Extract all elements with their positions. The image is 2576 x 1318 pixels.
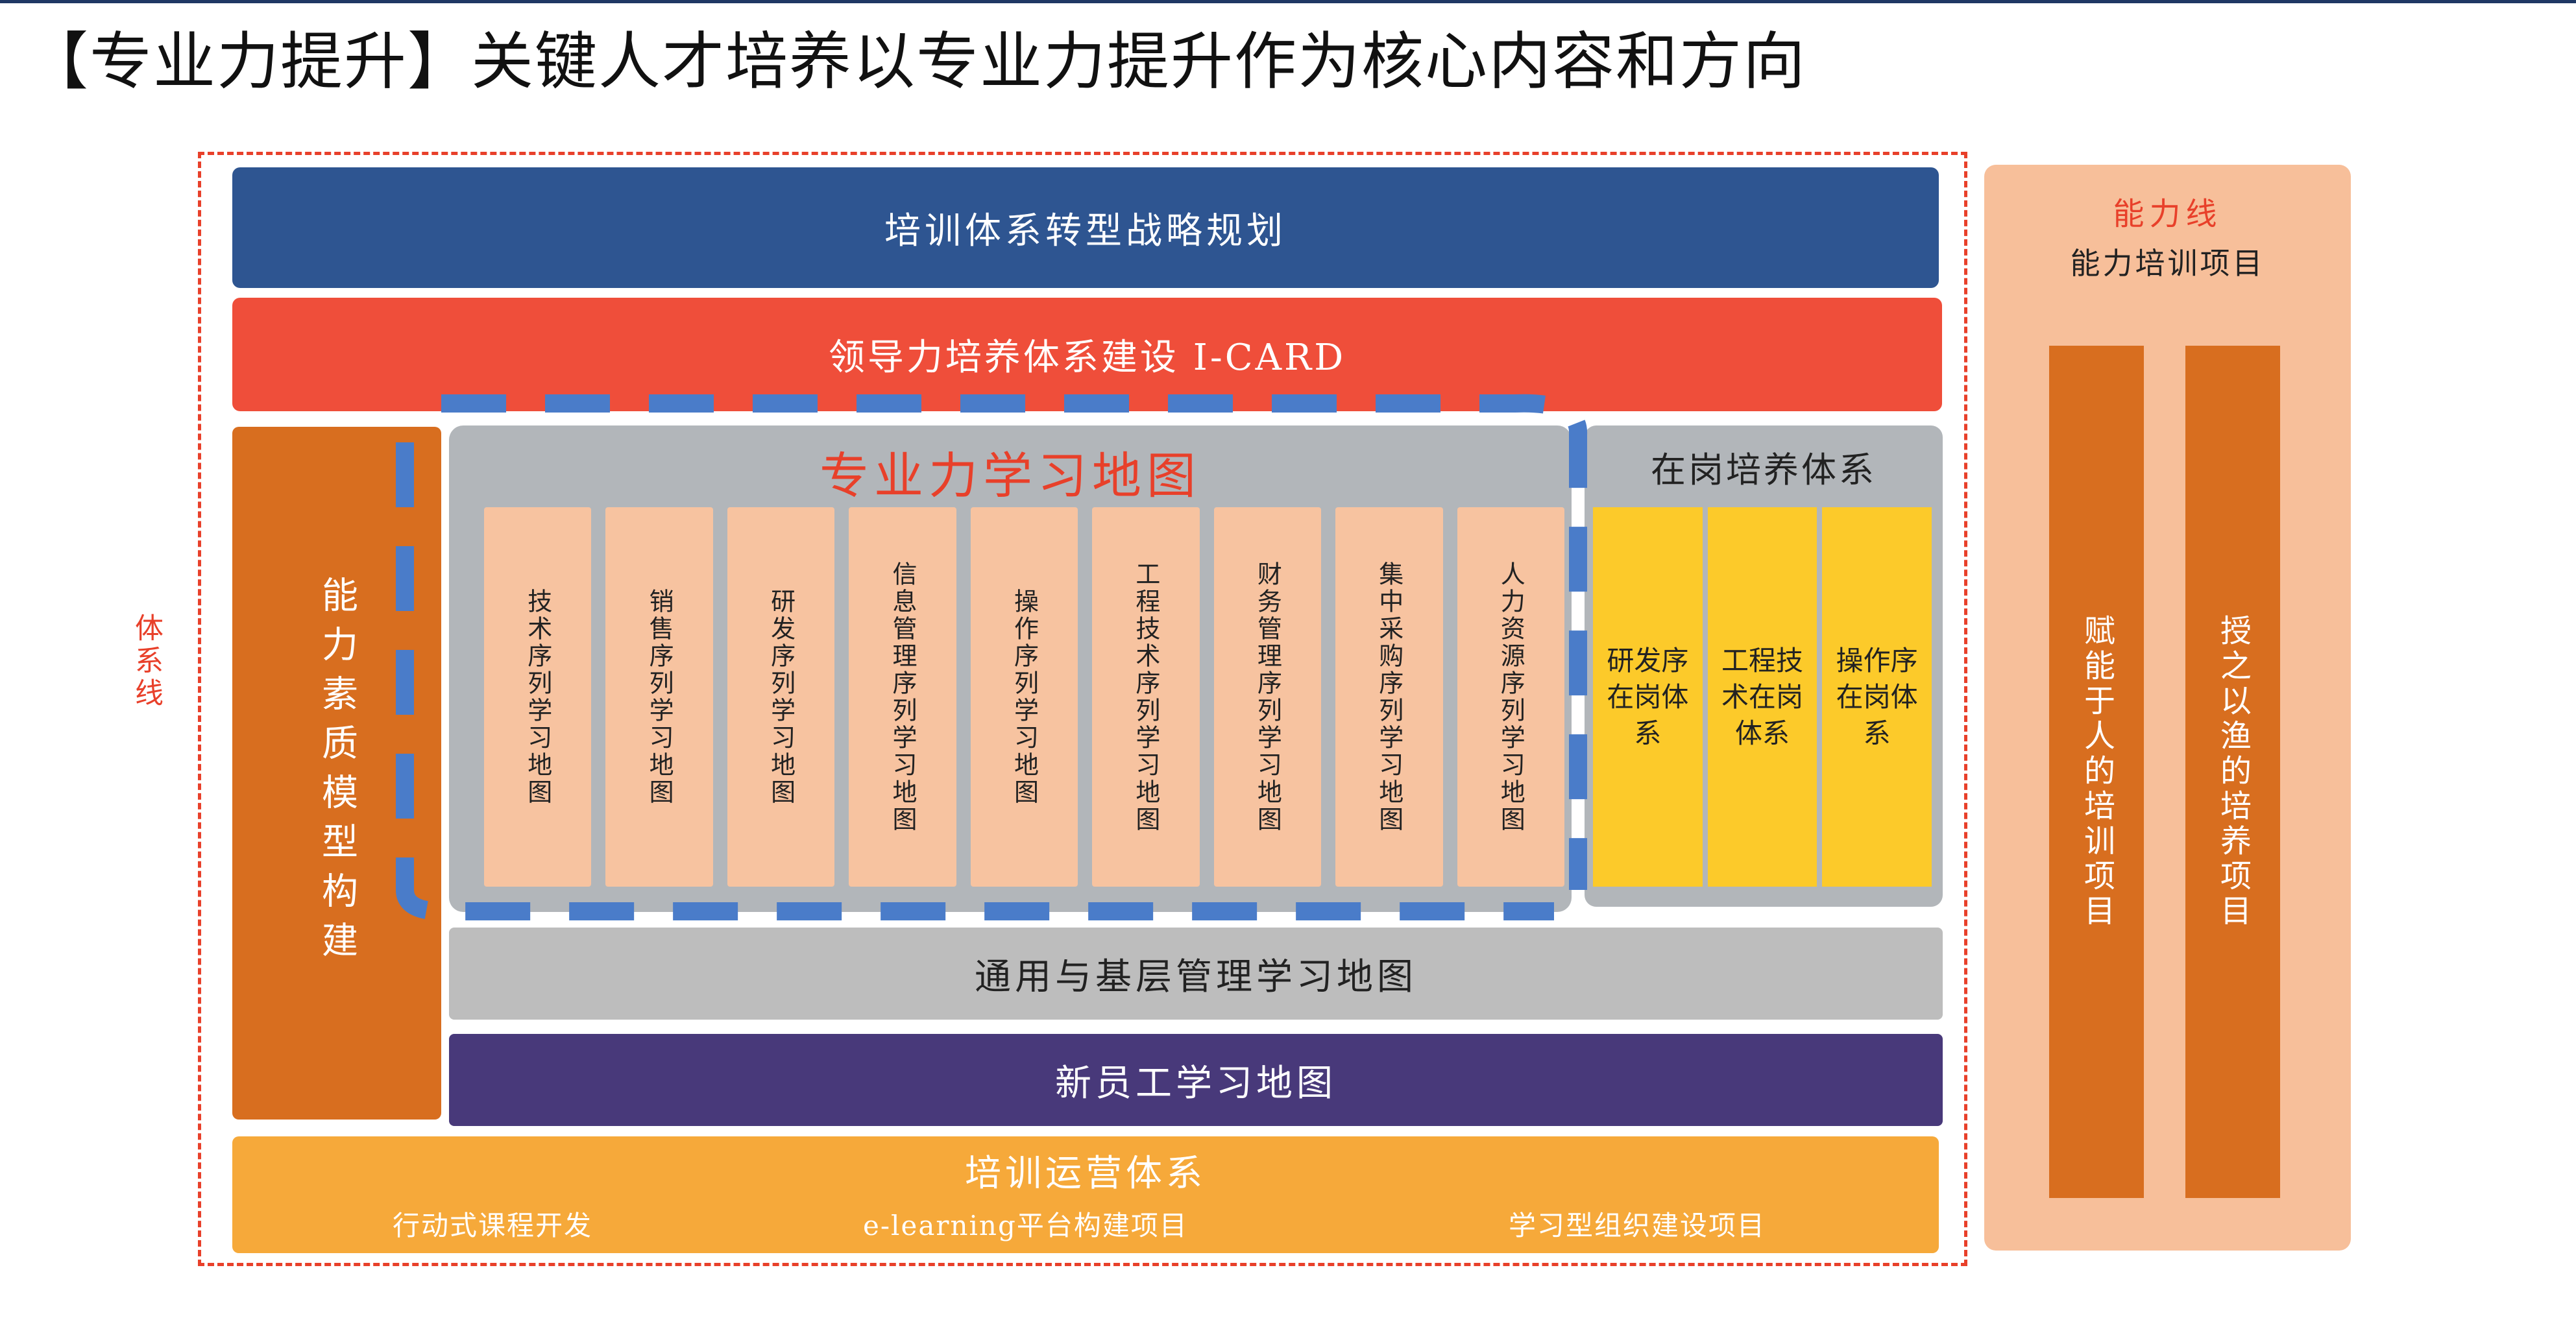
map-card-engineering: 工程技术序列学习地图	[1092, 507, 1200, 887]
professional-map-title: 专业力学习地图	[820, 447, 1201, 505]
map-card-hr: 人力资源序列学习地图	[1457, 507, 1564, 887]
on-job-card-engineering: 工程技术在岗体系	[1707, 507, 1817, 887]
map-card-label: 人力资源序列学习地图	[1496, 560, 1525, 833]
ability-line-heading: 能力线	[2113, 196, 2222, 232]
ability-card-empower: 赋能于人的培训项目	[2049, 346, 2144, 1198]
map-card-label: 操作序列学习地图	[1010, 588, 1039, 806]
general-management-map-band: 通用与基层管理学习地图	[449, 928, 1943, 1020]
ability-card-teach-to-fish: 授之以渔的培养项目	[2185, 346, 2280, 1198]
map-card-rnd: 研发序列学习地图	[727, 507, 835, 887]
strategy-planning-band: 培训体系转型战略规划	[232, 167, 1939, 288]
page-title: 【专业力提升】关键人才培养以专业力提升作为核心内容和方向	[26, 25, 1806, 98]
on-job-card-operation: 操作序在岗体系	[1822, 507, 1932, 887]
new-employee-map-band: 新员工学习地图	[449, 1034, 1943, 1126]
on-job-title: 在岗培养体系	[1651, 449, 1877, 490]
on-job-card-rnd: 研发序在岗体系	[1593, 507, 1703, 887]
leadership-icard-band: 领导力培养体系建设 I-CARD	[232, 298, 1942, 411]
ability-line-panel	[1984, 165, 2351, 1251]
map-card-label: 集中采购序列学习地图	[1374, 560, 1403, 833]
training-operations-title: 培训运营体系	[965, 1153, 1206, 1195]
map-card-label: 研发序列学习地图	[766, 588, 796, 806]
map-card-tech: 技术序列学习地图	[484, 507, 592, 887]
competency-model-label: 能力素质模型构建	[315, 576, 358, 970]
professional-map-list: 技术序列学习地图 销售序列学习地图 研发序列学习地图 信息管理序列学习地图 操作…	[484, 507, 1564, 887]
ability-line-subheading: 能力培训项目	[2070, 246, 2265, 281]
map-card-procurement: 集中采购序列学习地图	[1335, 507, 1443, 887]
ops-item-elearning: e-learning平台构建项目	[863, 1210, 1188, 1241]
map-card-label: 销售序列学习地图	[645, 588, 674, 806]
ops-item-learning-org: 学习型组织建设项目	[1509, 1210, 1766, 1241]
map-card-label: 财务管理序列学习地图	[1253, 560, 1282, 833]
map-card-sales: 销售序列学习地图	[605, 507, 713, 887]
system-line-label: 体系线	[130, 613, 163, 710]
map-card-info-mgmt: 信息管理序列学习地图	[849, 507, 956, 887]
ability-card-label: 授之以渔的培养项目	[2215, 614, 2251, 929]
top-rule	[0, 0, 2576, 3]
map-card-label: 技术序列学习地图	[523, 588, 552, 806]
map-card-label: 工程技术序列学习地图	[1131, 560, 1160, 833]
map-card-label: 信息管理序列学习地图	[888, 560, 917, 833]
system-line-frame	[198, 152, 1967, 1266]
ops-item-action-learning: 行动式课程开发	[393, 1210, 593, 1241]
training-operations-panel	[232, 1136, 1939, 1253]
map-card-operation: 操作序列学习地图	[970, 507, 1078, 887]
competency-model-block: 能力素质模型构建	[232, 427, 441, 1120]
ability-card-label: 赋能于人的培训项目	[2078, 614, 2115, 929]
on-job-list: 研发序在岗体系 工程技术在岗体系 操作序在岗体系	[1593, 507, 1932, 887]
map-card-finance: 财务管理序列学习地图	[1213, 507, 1322, 887]
